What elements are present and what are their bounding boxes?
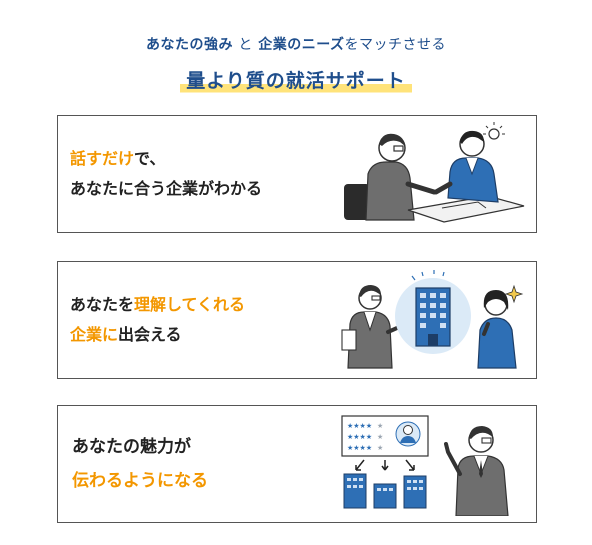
card-3-line1: あなたの魅力が [72,437,191,457]
header-sub-and: と [238,37,253,53]
page-title: 量より質の就活サポート [180,66,412,95]
card-3-text: あなたの魅力が 伝わるようになる [72,430,208,498]
feature-card-understand: あなたを理解してくれる 企業に出会える [57,261,537,379]
card-2-text: あなたを理解してくれる 企業に出会える [70,290,245,350]
header-sub-needs: 企業のニーズ [258,37,345,53]
consultation-illustration [344,122,525,223]
card-2-accent-2: 企業に [70,325,119,344]
card-2-rest-1: あなたを [70,295,135,314]
page-title-wrap: 量より質の就活サポート [0,66,592,95]
header-subtitle: あなたの強み と 企業のニーズをマッチさせる [0,34,592,54]
ratings-illustration: ★★★★ ★★★★ ★★★★ ★ ★ ★ [341,415,509,516]
card-1-accent: 話すだけ [70,149,135,168]
card-3-accent: 伝わるようになる [72,471,208,491]
feature-card-talk: 話すだけで、 あなたに合う企業がわかる [57,115,537,233]
svg-text:★★★★: ★★★★ [347,433,372,441]
svg-text:★★★★: ★★★★ [347,422,372,430]
svg-text:★: ★ [377,433,383,441]
feature-card-appeal: あなたの魅力が 伝わるようになる ★★★★ ★★★★ ★★★★ ★ ★ ★ [57,405,537,523]
company-meeting-illustration [341,270,524,369]
header-sub-match: をマッチさせる [344,37,447,53]
svg-text:★: ★ [377,422,383,430]
card-1-text: 話すだけで、 あなたに合う企業がわかる [70,144,262,204]
card-2-rest-2: 出会える [118,325,182,344]
card-2-accent-1: 理解してくれる [134,295,246,314]
card-1-line2: あなたに合う企業がわかる [70,179,263,198]
svg-text:★★★★: ★★★★ [347,444,372,452]
header-sub-strength: あなたの強み [145,37,233,53]
svg-text:★: ★ [377,444,383,452]
card-1-rest: で、 [134,149,166,168]
